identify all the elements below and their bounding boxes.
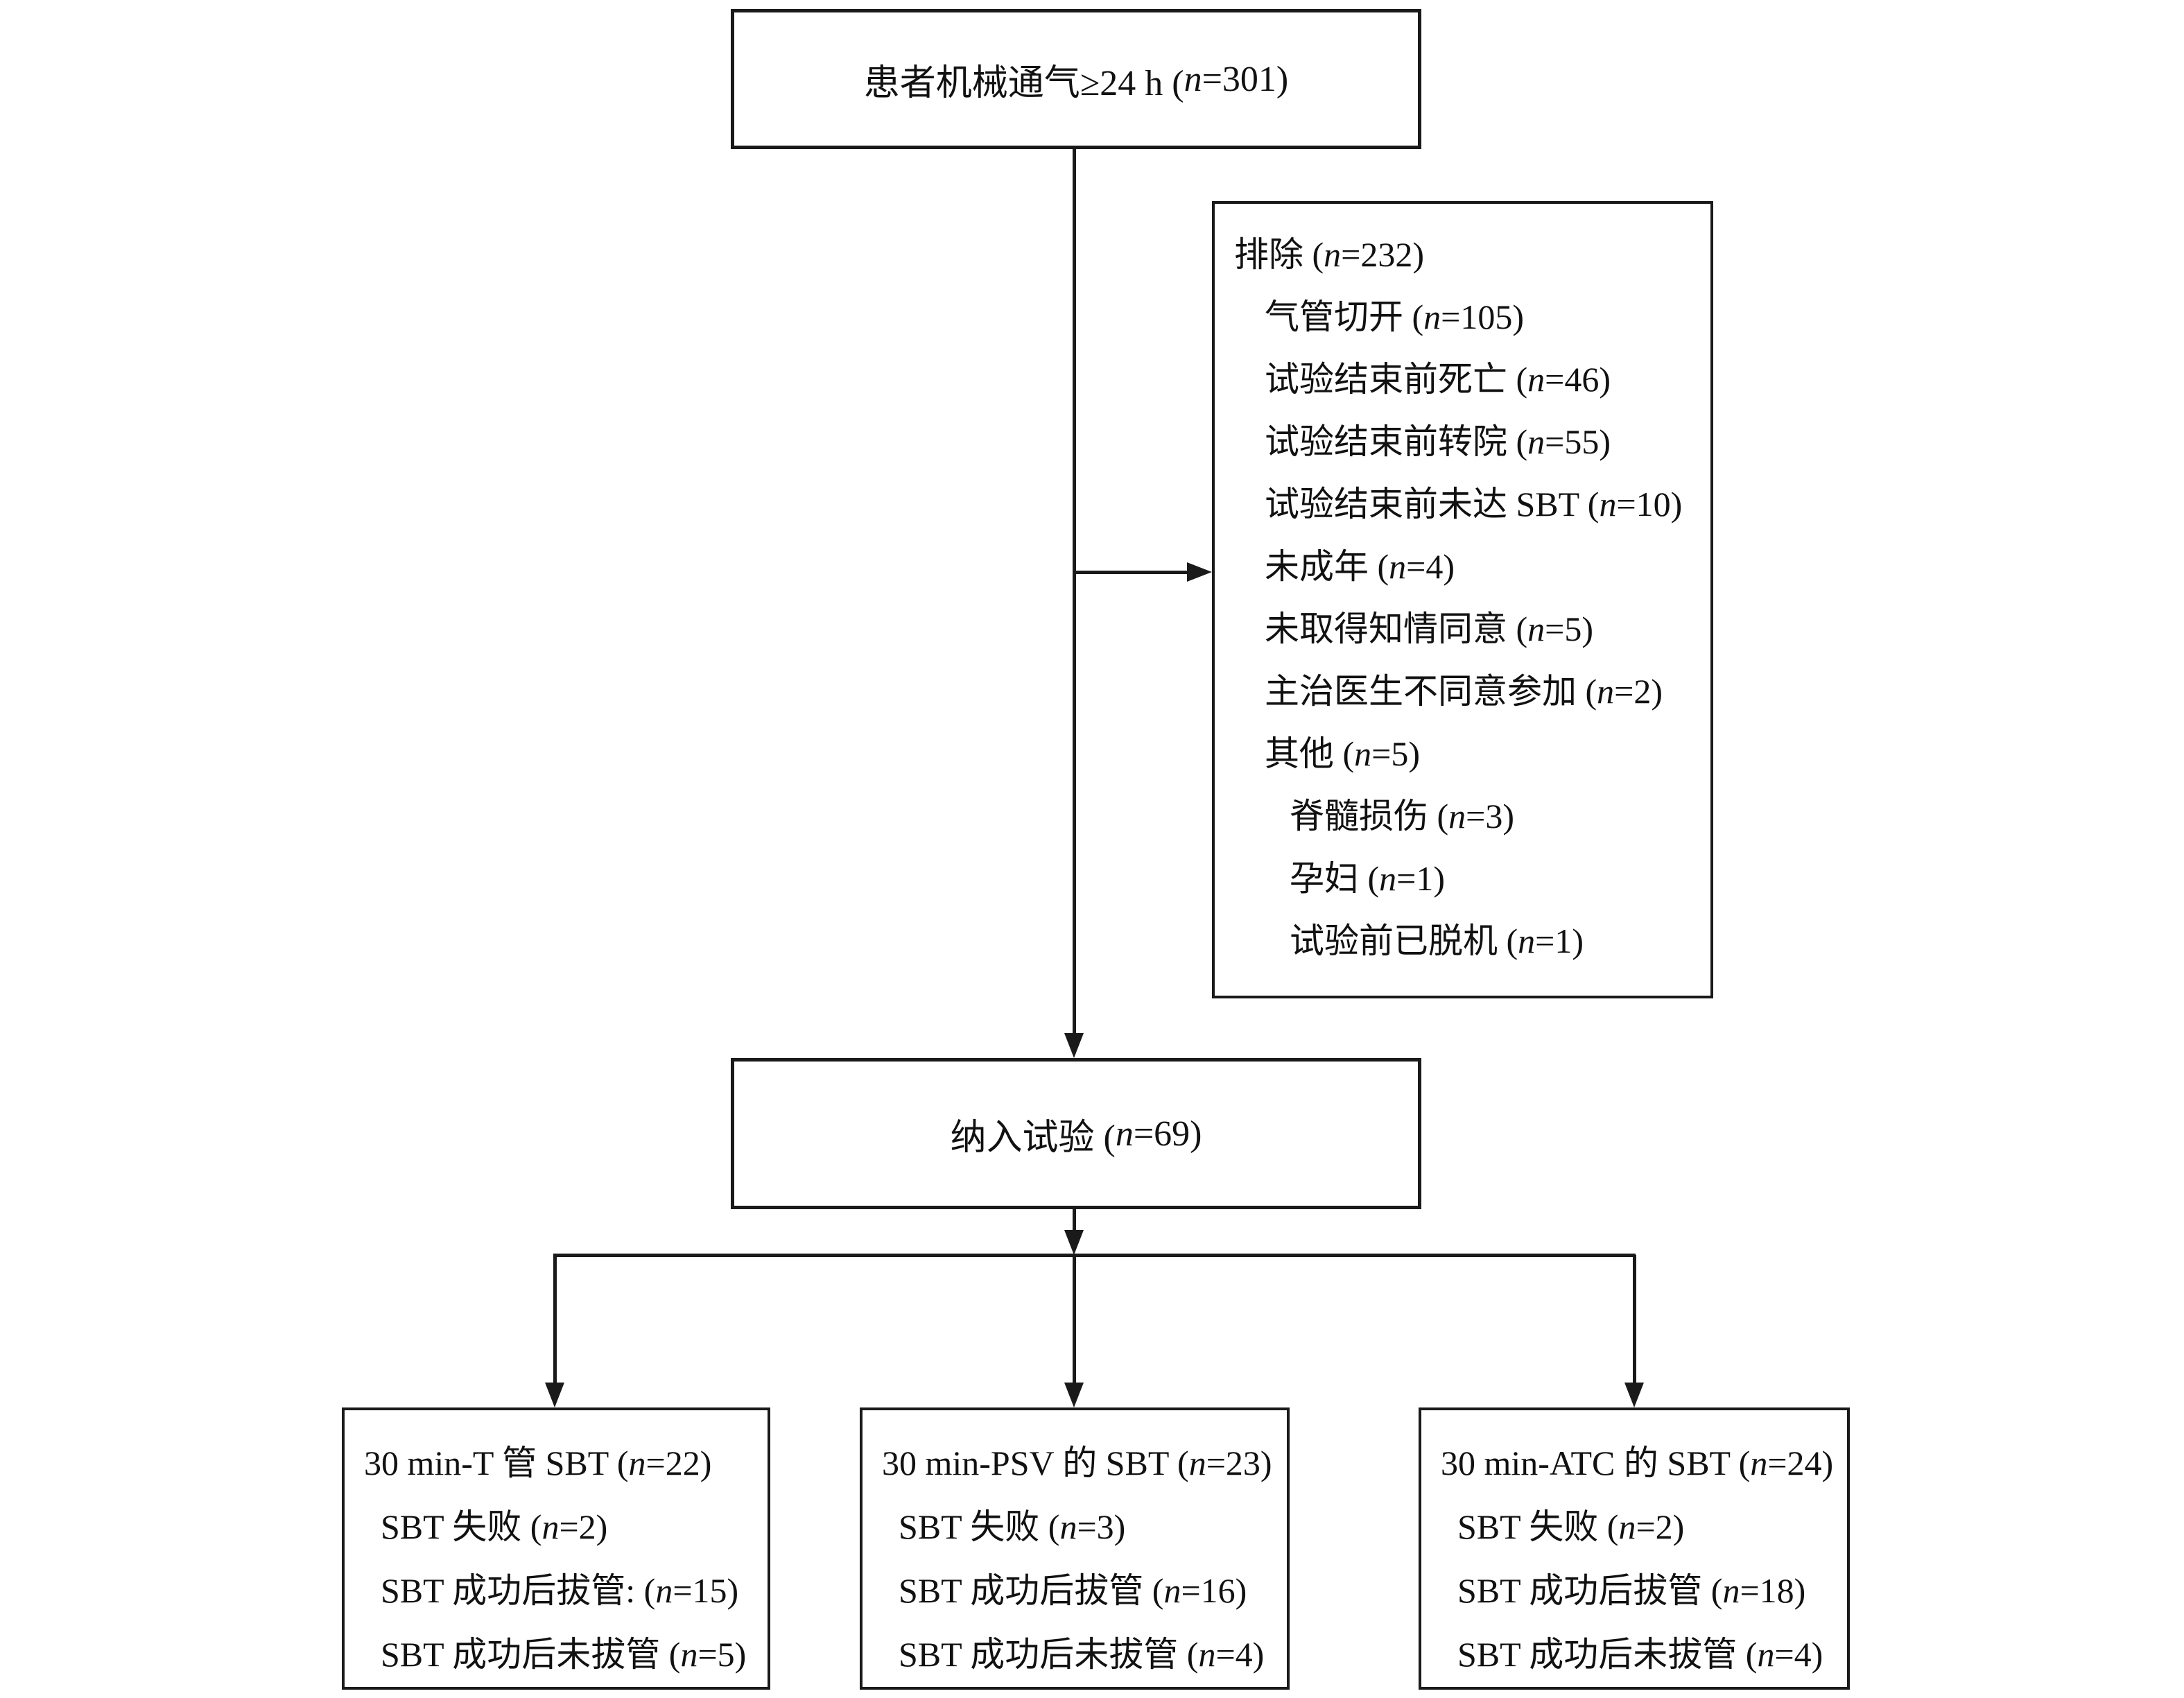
arrowhead-down-junction [1064,1230,1084,1255]
arm-box-psv: 30 min-PSV 的 SBT (n=23) SBT 失败 (n=3) SBT … [860,1407,1290,1690]
arm-box-line: SBT 失败 (n=2) [1457,1507,1685,1546]
connector-junction-horizontal [553,1254,1636,1257]
exclusion-item: 孕妇 (n=1) [1290,859,1446,898]
exclusion-item: 未取得知情同意 (n=5) [1265,609,1594,648]
connector-enrolled-to-junction [1073,1209,1076,1230]
arm-box-atc: 30 min-ATC 的 SBT (n=24) SBT 失败 (n=2) SBT … [1419,1407,1850,1690]
exclusion-item: 主治医生不同意参加 (n=2) [1265,672,1663,711]
connector-drop-right [1633,1255,1636,1383]
arm-box-line: SBT 成功后拔管 (n=16) [899,1571,1247,1610]
arm-box-line: SBT 成功后未拔管 (n=5) [381,1635,747,1674]
connector-drop-left [553,1255,557,1383]
exclusion-item: 脊髓损伤 (n=3) [1290,797,1515,835]
exclusion-item: 气管切开 (n=105) [1265,297,1525,336]
arm-box-t-tube: 30 min-T 管 SBT (n=22) SBT 失败 (n=2) SBT 成功… [342,1407,770,1690]
arm-box-psv-content: 30 min-PSV 的 SBT (n=23) SBT 失败 (n=3) SBT … [863,1410,1287,1686]
top-box: 患者机械通气≥24 h (n=301) [731,9,1421,149]
connector-drop-middle [1073,1255,1076,1383]
enrolled-box: 纳入试验 (n=69) [731,1058,1421,1209]
exclusion-item: 试验结束前死亡 (n=46) [1265,360,1611,399]
arm-box-line: SBT 成功后拔管 (n=18) [1457,1571,1806,1610]
arrowhead-down-right-arm [1624,1383,1644,1407]
arm-box-line: SBT 失败 (n=3) [899,1507,1126,1546]
exclusion-box: 排除 (n=232) 气管切开 (n=105) 试验结束前死亡 (n=46) 试验结… [1212,201,1713,998]
arm-box-atc-content: 30 min-ATC 的 SBT (n=24) SBT 失败 (n=2) SBT … [1421,1410,1847,1686]
arrowhead-right-exclusion [1187,562,1212,582]
arm-box-line: SBT 成功后未拔管 (n=4) [1457,1635,1823,1674]
arm-box-line: SBT 成功后未拔管 (n=4) [899,1635,1265,1674]
enrolled-box-label: 纳入试验 (n=69) [950,1114,1202,1158]
arm-box-line: SBT 失败 (n=2) [381,1507,608,1546]
exclusion-item: 试验结束前未达 SBT (n=10) [1265,485,1683,523]
top-box-label: 患者机械通气≥24 h (n=301) [863,59,1289,103]
arm-box-title: 30 min-PSV 的 SBT (n=23) [882,1444,1272,1482]
exclusion-item: 试验结束前转院 (n=55) [1265,422,1611,461]
exclusion-title: 排除 (n=232) [1234,235,1425,274]
arm-box-t-tube-content: 30 min-T 管 SBT (n=22) SBT 失败 (n=2) SBT 成功… [345,1410,768,1686]
exclusion-item: 试验前已脱机 (n=1) [1290,921,1584,960]
arrowhead-down-enrolled [1064,1033,1084,1058]
arm-box-title: 30 min-T 管 SBT (n=22) [364,1444,712,1482]
arrowhead-down-left-arm [545,1383,564,1407]
arm-box-line: SBT 成功后拔管: (n=15) [381,1571,739,1610]
connector-top-to-enrolled [1073,149,1076,1034]
exclusion-items: 气管切开 (n=105) 试验结束前死亡 (n=46) 试验结束前转院 (n=55)… [1215,286,1710,972]
exclusion-content: 排除 (n=232) 气管切开 (n=105) 试验结束前死亡 (n=46) 试验结… [1215,204,1710,972]
arm-box-title: 30 min-ATC 的 SBT (n=24) [1441,1444,1834,1482]
exclusion-item: 未成年 (n=4) [1265,547,1455,586]
exclusion-item: 其他 (n=5) [1265,734,1421,773]
arrowhead-down-middle-arm [1064,1383,1084,1407]
connector-branch-to-exclusion [1074,571,1187,574]
